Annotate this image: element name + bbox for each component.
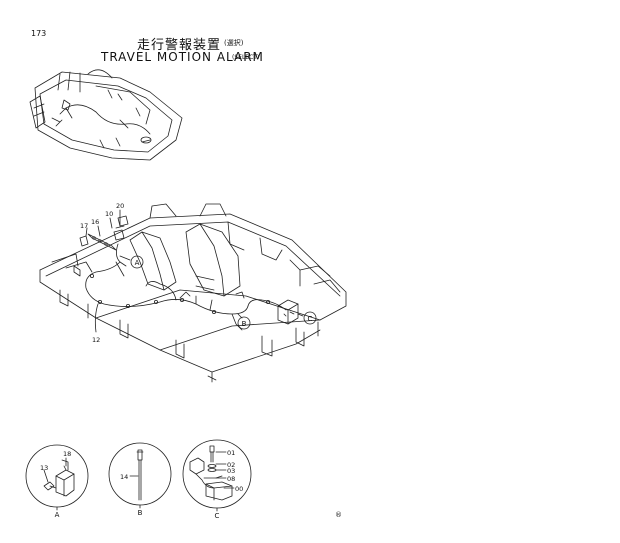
ref-letter-b: B: [242, 320, 247, 328]
callout-20: 20: [116, 202, 124, 210]
ref-letter-a: A: [135, 259, 140, 267]
callout-16: 16: [91, 218, 99, 226]
detail-a: [25, 444, 89, 511]
ref-circle-a: [130, 255, 144, 269]
detail-c: [182, 439, 252, 512]
page-number: 173: [31, 29, 47, 38]
callout-17: 17: [80, 222, 88, 230]
detail-b-callout-14: 14: [120, 473, 128, 481]
overview-machine-sketch: [29, 69, 183, 161]
ref-circle-c: [303, 311, 317, 325]
callout-12: 12: [92, 336, 100, 344]
detail-b-label: B: [138, 509, 143, 517]
detail-c-callout-02: 02: [227, 461, 235, 469]
detail-c-callout-03: 03: [227, 467, 235, 475]
title-english-note: (SELECT): [232, 54, 260, 61]
detail-a-callout-18: 18: [63, 450, 71, 458]
detail-c-callout-01: 01: [227, 449, 235, 457]
ref-circle-b: [237, 316, 251, 330]
detail-a-callout-13: 13: [40, 464, 48, 472]
title-japanese: 走行警報装置: [137, 38, 222, 53]
main-chassis-drawing: [39, 203, 347, 383]
detail-a-label: A: [55, 511, 60, 519]
detail-c-label: C: [215, 512, 220, 520]
footer-mark: ®: [335, 511, 342, 519]
detail-c-callout-00: 00: [235, 485, 243, 493]
ref-letter-c: C: [308, 315, 313, 323]
title-japanese-note: (選択): [224, 39, 244, 47]
title-english: TRAVEL MOTION ALARM: [101, 50, 264, 64]
detail-b: [108, 442, 172, 509]
detail-c-callout-08: 08: [227, 475, 235, 483]
callout-10: 10: [105, 210, 113, 218]
